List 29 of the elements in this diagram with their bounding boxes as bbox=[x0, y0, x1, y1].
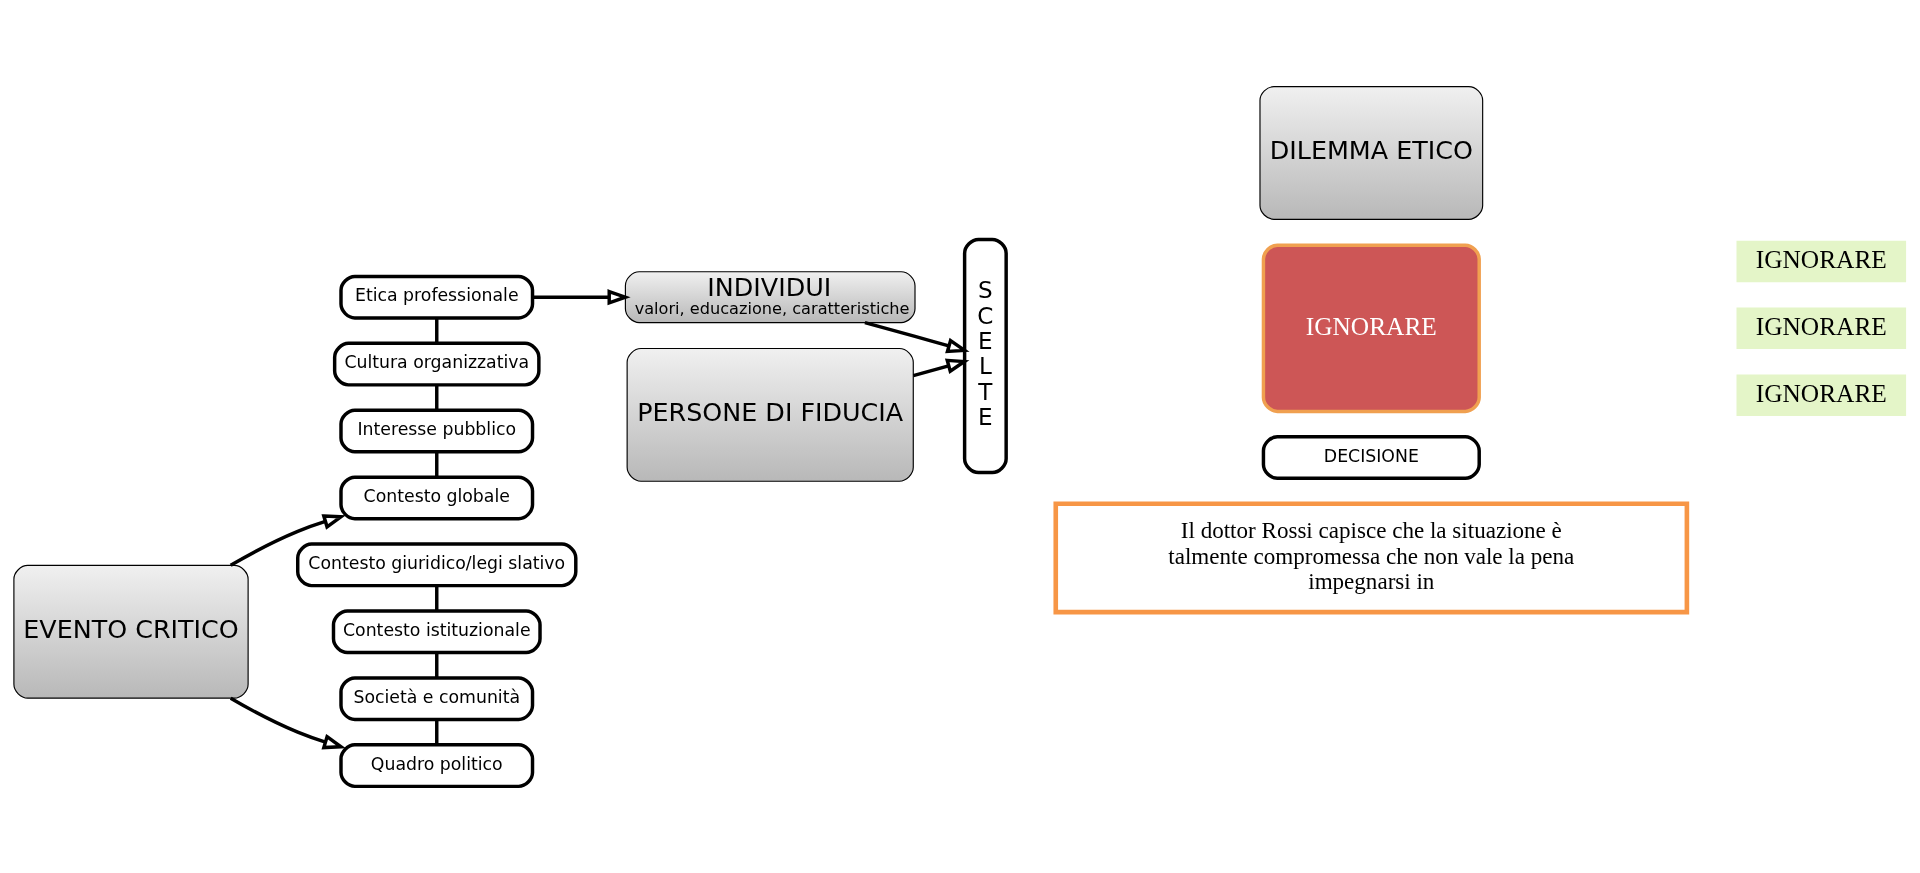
node-box: SCELTE bbox=[962, 237, 1008, 475]
node-box: Interesse pubblico bbox=[339, 408, 535, 454]
connector bbox=[435, 384, 439, 411]
label: IGNORARE bbox=[1755, 311, 1887, 340]
node-box: EVENTO CRITICO bbox=[13, 564, 249, 699]
connector bbox=[435, 318, 439, 344]
node-box: Contesto globale bbox=[339, 475, 535, 521]
node-box: Cultura organizzativa bbox=[332, 341, 541, 387]
node-box: Etica professionale bbox=[339, 274, 535, 320]
node-box: Contesto istituzionale bbox=[331, 609, 542, 655]
label: IGNORARE bbox=[1755, 378, 1887, 407]
connector bbox=[435, 585, 439, 611]
node-box: DILEMMA ETICO bbox=[1259, 86, 1484, 220]
node-box: Quadro politico bbox=[339, 743, 535, 789]
arrow bbox=[229, 696, 346, 750]
node-box: DECISIONE bbox=[1261, 435, 1481, 481]
arrow bbox=[229, 514, 346, 567]
node-box: IGNORARE bbox=[1261, 243, 1481, 414]
arrow bbox=[532, 289, 631, 306]
node-box: Contesto giuridico/legi slativo bbox=[296, 542, 578, 588]
arrow bbox=[912, 358, 970, 378]
connector bbox=[435, 719, 439, 745]
connector bbox=[435, 451, 439, 478]
node-box: PERSONE DI FIDUCIA bbox=[626, 347, 914, 482]
node-box: Il dottor Rossi capisce che la situazione è talmente compromessa che non vale la pena impegnarsi in bbox=[1053, 501, 1690, 615]
connector bbox=[435, 652, 439, 678]
node-box: INDIVIDUI valori, educazione, caratteristiche bbox=[624, 271, 916, 324]
node-box: Società e comunità bbox=[339, 676, 535, 722]
label: IGNORARE bbox=[1755, 244, 1887, 273]
